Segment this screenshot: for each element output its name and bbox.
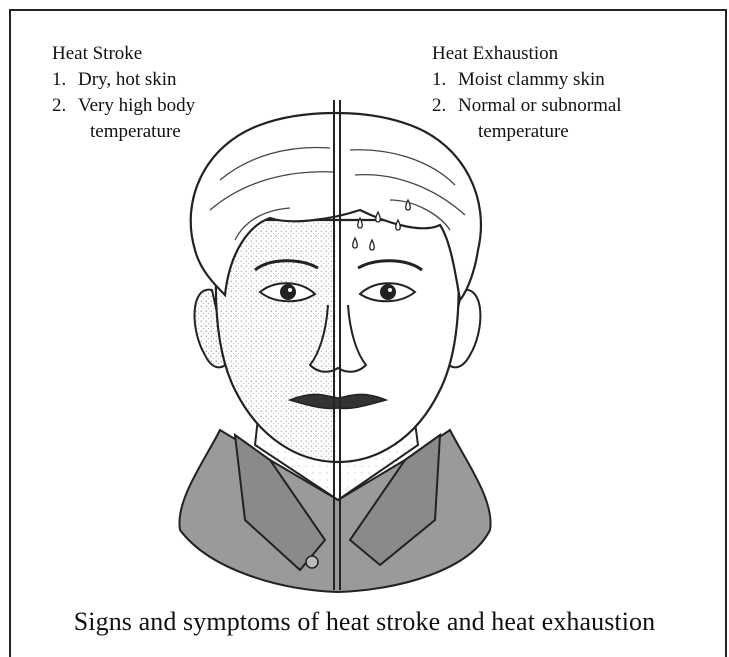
item-number: 1. bbox=[52, 67, 78, 93]
item-text: Dry, hot skin bbox=[78, 69, 177, 90]
heat-exhaustion-item-1: 1.Moist clammy skin bbox=[432, 67, 622, 93]
face-shading-left bbox=[218, 222, 336, 460]
item-number: 1. bbox=[432, 67, 458, 93]
item-number: 2. bbox=[52, 93, 78, 119]
item-text: Moist clammy skin bbox=[458, 69, 605, 90]
heat-exhaustion-title: Heat Exhaustion bbox=[432, 41, 622, 67]
heat-stroke-title: Heat Stroke bbox=[52, 41, 195, 67]
face-illustration bbox=[150, 100, 530, 595]
collar-button bbox=[306, 556, 318, 568]
heat-stroke-item-1: 1.Dry, hot skin bbox=[52, 67, 195, 93]
figure-caption: Signs and symptoms of heat stroke and he… bbox=[0, 606, 729, 638]
